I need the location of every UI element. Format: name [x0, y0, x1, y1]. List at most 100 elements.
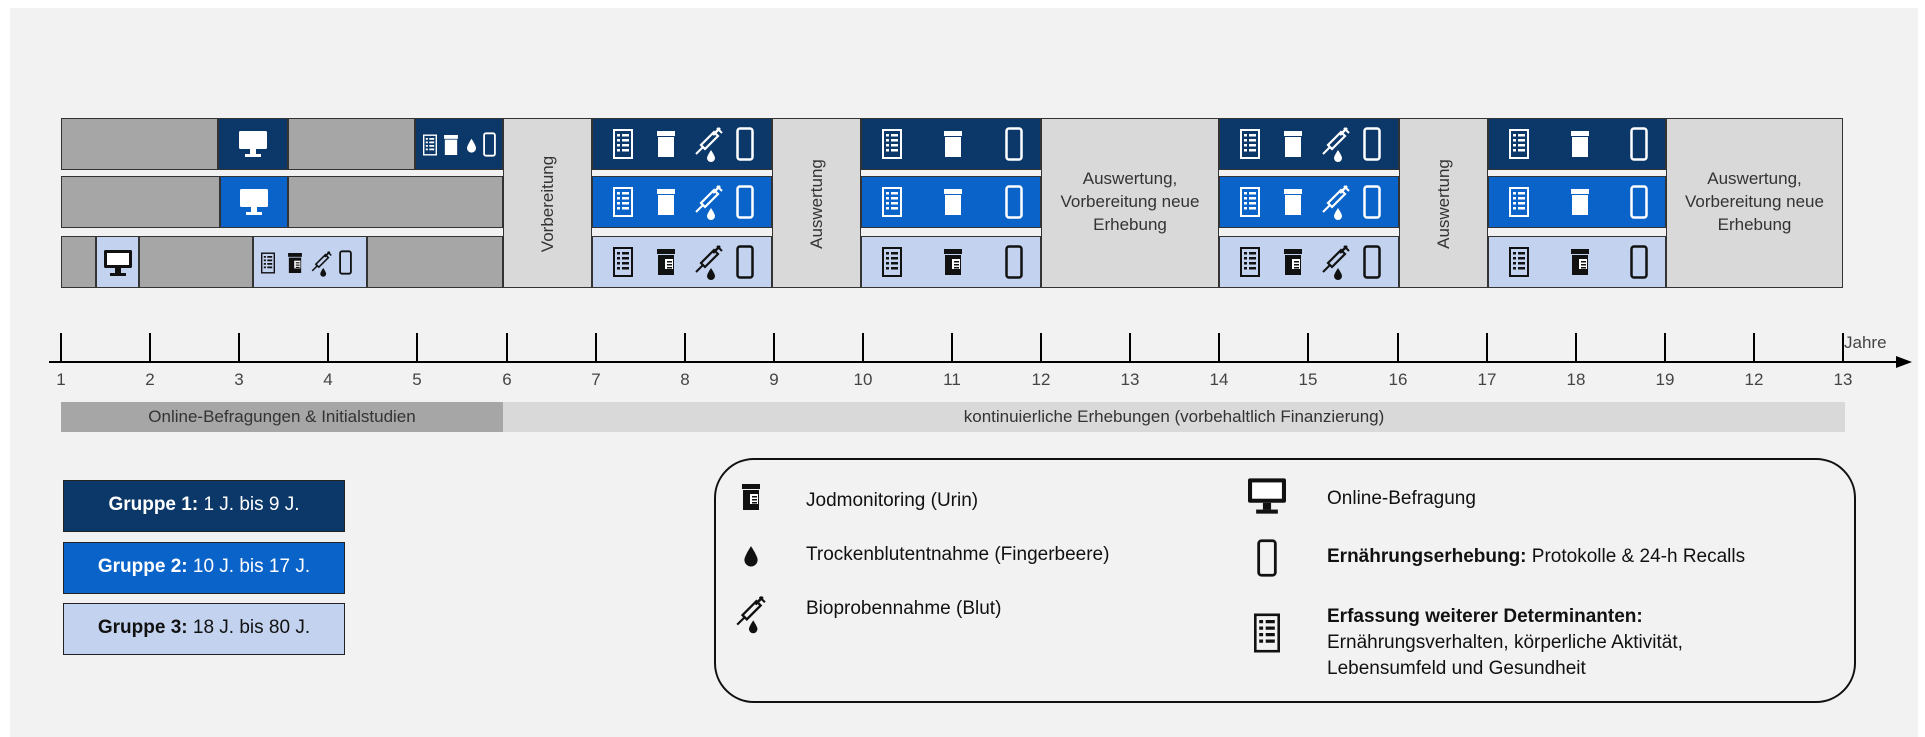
axis-tick — [506, 333, 508, 362]
phone-icon — [736, 185, 754, 219]
axis-tick-label: 5 — [412, 370, 422, 389]
monitor-icon — [239, 188, 269, 216]
urine-cup-icon — [655, 189, 677, 215]
syringe-icon — [734, 594, 766, 634]
group-2-name: Gruppe 2: — [97, 556, 188, 577]
phone-icon — [1363, 245, 1381, 279]
axis-tick-label: 7 — [591, 370, 601, 389]
group-3-range: 18 J. bis 80 J. — [192, 617, 311, 638]
axis-tick — [327, 333, 329, 362]
survey2-group2 — [861, 176, 1041, 228]
phase-vorbereitung-label: Vorbereitung — [538, 155, 557, 253]
syringe-icon — [693, 184, 723, 220]
icon-legend: Jodmonitoring (Urin) Trockenblutentnahme… — [714, 458, 1856, 703]
axis-arrow-icon — [1896, 356, 1912, 368]
monitor-icon — [103, 249, 133, 277]
checklist-icon — [1254, 613, 1280, 653]
phone-icon — [1363, 127, 1381, 161]
period-continuous-label: kontinuierliche Erhebungen (vorbehaltlic… — [963, 407, 1385, 426]
axis-tick — [1664, 333, 1666, 362]
urine-cup-icon — [1569, 131, 1591, 157]
checklist-icon — [613, 187, 633, 217]
phone-icon — [1005, 245, 1023, 279]
legend-jod: Jodmonitoring (Urin) — [806, 490, 979, 511]
phase-vorbereitung: Vorbereitung — [503, 118, 592, 288]
axis-tick-label: 2 — [145, 370, 155, 389]
axis-tick — [773, 333, 775, 362]
axis-tick — [1753, 333, 1755, 362]
axis-tick — [1040, 333, 1042, 362]
axis-tick — [951, 333, 953, 362]
axis-tick-label: 14 — [1209, 370, 1229, 389]
survey4-group1 — [1488, 118, 1666, 170]
axis-tick — [1575, 333, 1577, 362]
checklist-icon — [882, 247, 902, 277]
axis-tick-label: 13 — [1833, 370, 1853, 389]
axis-tick — [1486, 333, 1488, 362]
monitor-icon — [1246, 477, 1288, 515]
group-2-range: 10 J. bis 17 J. — [192, 556, 311, 577]
syringe-icon — [1320, 126, 1350, 162]
axis-tick-label: 17 — [1477, 370, 1497, 389]
group-3-name: Gruppe 3: — [97, 617, 188, 638]
survey4-group2 — [1488, 176, 1666, 228]
axis-tick — [416, 333, 418, 362]
axis-tick-label: 12 — [1744, 370, 1764, 389]
period-initial-bar: Online-Befragungen & Initialstudien — [61, 402, 503, 432]
axis-tick — [684, 333, 686, 362]
survey3-group1 — [1219, 118, 1399, 170]
axis-tick — [862, 333, 864, 362]
syringe-icon — [1320, 244, 1350, 280]
urine-cup-icon — [942, 131, 964, 157]
row3-grey-bar-c — [367, 236, 503, 288]
axis-tick-label: 15 — [1298, 370, 1318, 389]
axis-line — [49, 361, 1899, 363]
axis-tick-label: 10 — [853, 370, 873, 389]
monitor-icon — [238, 130, 268, 158]
row3-online-cell — [96, 236, 139, 288]
phone-icon — [1005, 127, 1023, 161]
legend-tropfen: Trockenblutentnahme (Fingerbeere) — [806, 544, 1110, 565]
row1-grey-bar-b — [288, 118, 415, 170]
axis-tick-label: 12 — [1031, 370, 1051, 389]
row2-online-cell — [220, 176, 288, 228]
period-continuous-bar: kontinuierliche Erhebungen (vorbehaltlic… — [503, 402, 1845, 432]
checklist-icon — [613, 247, 633, 277]
row1-grey-bar-a — [61, 118, 218, 170]
urine-cup-icon — [655, 131, 677, 157]
axis-tick — [1307, 333, 1309, 362]
checklist-icon — [882, 129, 902, 159]
phase-av-1-text: Auswertung, Vorbereitung neue Erhebung — [1060, 169, 1200, 234]
syringe-icon — [1320, 184, 1350, 220]
checklist-icon — [882, 187, 902, 217]
phone-icon — [339, 250, 352, 275]
survey1-group2 — [592, 176, 772, 228]
axis-tick-label: 19 — [1655, 370, 1675, 389]
legend-determinanten-line3: Lebensumfeld und Gesundheit — [1327, 658, 1586, 679]
survey4-group3 — [1488, 236, 1666, 288]
phone-icon — [1005, 185, 1023, 219]
urine-cup-icon — [443, 135, 459, 155]
row3-initial-survey-cell — [253, 236, 367, 288]
legend-spritze: Bioprobennahme (Blut) — [806, 598, 1002, 619]
axis-tick — [60, 333, 62, 362]
axis-tick-label: 8 — [680, 370, 690, 389]
row2-grey-bar-a — [61, 176, 220, 228]
period-initial-label: Online-Befragungen & Initialstudien — [148, 407, 416, 426]
legend-ernaehrung: Ernährungserhebung: Protokolle & 24-h Re… — [1327, 546, 1745, 568]
axis-tick-label: 18 — [1566, 370, 1586, 389]
urine-cup-icon — [1282, 131, 1304, 157]
urine-cup-icon — [1282, 249, 1304, 275]
phone-icon — [1363, 185, 1381, 219]
row1-initial-survey-cell — [415, 118, 503, 170]
survey2-group3 — [861, 236, 1041, 288]
urine-cup-icon — [942, 189, 964, 215]
survey1-group3 — [592, 236, 772, 288]
group-2-box: Gruppe 2: 10 J. bis 17 J. — [63, 542, 345, 594]
phase-auswertung-1: Auswertung — [772, 118, 861, 288]
checklist-icon — [1509, 247, 1529, 277]
axis-tick — [1397, 333, 1399, 362]
phone-icon — [1257, 539, 1277, 577]
checklist-icon — [1240, 247, 1260, 277]
syringe-icon — [693, 126, 723, 162]
